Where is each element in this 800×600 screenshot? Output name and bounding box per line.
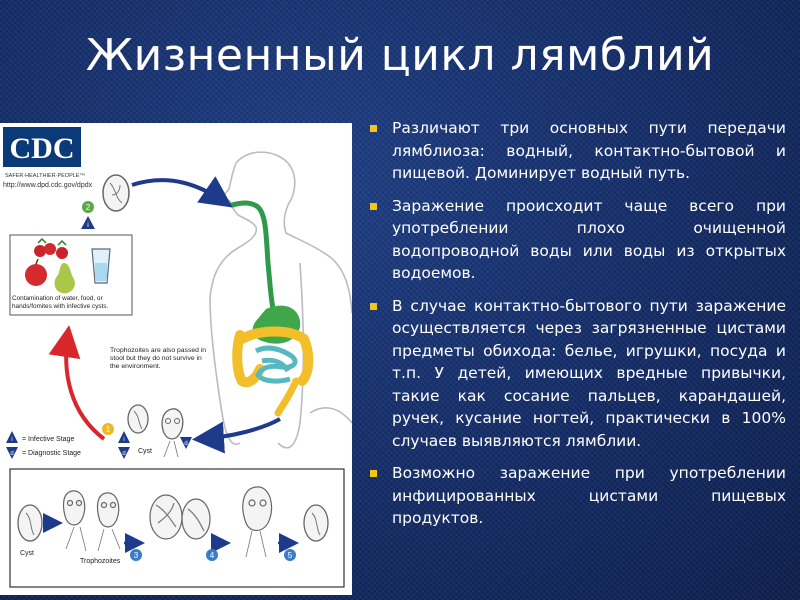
contamination-arrow bbox=[48, 325, 106, 441]
step-5-badge: 5 bbox=[284, 549, 296, 561]
svg-text:2: 2 bbox=[86, 203, 91, 212]
trophozoite-group-1 bbox=[62, 490, 121, 552]
cdc-url: http://www.dpd.cdc.gov/dpdx bbox=[3, 182, 93, 189]
svg-text:3: 3 bbox=[134, 551, 139, 560]
legend-diagnostic: = Diagnostic Stage bbox=[22, 450, 81, 457]
trophozoite-dividing bbox=[149, 494, 211, 540]
infective-stage-marker: i bbox=[118, 431, 130, 443]
step-2-badge: 2 bbox=[82, 201, 94, 213]
esophagus bbox=[229, 200, 277, 316]
svg-text:i: i bbox=[87, 222, 89, 229]
bullet-list: Различают три основных пути передачи лям… bbox=[364, 117, 786, 540]
step-3-badge: 3 bbox=[130, 549, 142, 561]
bullet-text: В случае контактно-бытового пути заражен… bbox=[392, 296, 786, 450]
cdc-tagline: SAFER·HEALTHIER·PEOPLE™ bbox=[5, 173, 85, 179]
cdc-logo: CDC SAFER·HEALTHIER·PEOPLE™ http://www.d… bbox=[3, 127, 93, 189]
cdc-logo-text: CDC bbox=[10, 132, 75, 165]
diagnostic-stage-marker: d bbox=[118, 447, 130, 459]
stage-legend: i = Infective Stage d = Diagnostic Stage bbox=[6, 431, 81, 459]
excystation-panel: Cyst Trophozoites 3 bbox=[9, 468, 345, 588]
bullet-marker bbox=[370, 470, 377, 477]
bullet-marker bbox=[370, 125, 377, 132]
bullet-item: Возможно заражение при употреблении инфи… bbox=[364, 462, 786, 530]
svg-text:1: 1 bbox=[106, 425, 111, 434]
pear-icon bbox=[54, 263, 75, 294]
svg-text:d: d bbox=[10, 451, 13, 457]
cyst-bottom-right bbox=[303, 504, 329, 542]
bullet-marker bbox=[370, 202, 377, 210]
bullet-item: В случае контактно-бытового пути заражен… bbox=[364, 295, 786, 453]
bullet-text: Заражение происходит чаще всего при упот… bbox=[392, 196, 786, 283]
step-4-badge: 4 bbox=[206, 549, 218, 561]
svg-text:i: i bbox=[123, 437, 124, 443]
digestive-tract bbox=[229, 200, 314, 417]
ingestion-arrow bbox=[131, 176, 233, 208]
trophozoite-excreted bbox=[161, 408, 184, 458]
contamination-panel: Contamination of water, food, or hands/f… bbox=[9, 234, 133, 316]
diagnostic-stage-marker-troph: d bbox=[180, 437, 192, 449]
svg-text:i: i bbox=[11, 437, 12, 443]
trophozoite-note: Trophozoites are also passed in stool bu… bbox=[110, 347, 207, 370]
svg-text:d: d bbox=[184, 441, 187, 447]
bullet-item: Различают три основных пути передачи лям… bbox=[364, 117, 786, 185]
cyst-bottom-left bbox=[17, 504, 43, 542]
svg-text:5: 5 bbox=[288, 551, 293, 560]
bullet-text: Возможно заражение при употреблении инфи… bbox=[392, 464, 786, 527]
bullet-text: Различают три основных пути передачи лям… bbox=[392, 119, 786, 182]
small-intestine bbox=[254, 345, 298, 384]
excretion-arrow bbox=[192, 417, 281, 454]
colon bbox=[232, 326, 314, 388]
bullet-marker bbox=[370, 302, 377, 310]
slide-title: Жизненный цикл лямблий bbox=[85, 30, 715, 81]
contamination-caption: Contamination of water, food, or hands/f… bbox=[12, 295, 109, 310]
trophozoite-mature bbox=[242, 486, 273, 558]
cyst-label-bottom: Cyst bbox=[20, 550, 34, 557]
water-glass-icon bbox=[91, 248, 111, 284]
svg-text:d: d bbox=[122, 451, 125, 457]
legend-infective: = Infective Stage bbox=[22, 436, 74, 443]
raspberries-icon bbox=[34, 237, 68, 259]
rectum bbox=[274, 377, 300, 417]
apple-icon bbox=[25, 258, 47, 286]
step-1-badge: 1 bbox=[102, 423, 114, 435]
life-cycle-figure: CDC SAFER·HEALTHIER·PEOPLE™ http://www.d… bbox=[0, 123, 352, 595]
cyst-excreted bbox=[127, 404, 149, 434]
infective-stage-marker-top: i bbox=[81, 216, 95, 229]
cyst-ingested bbox=[102, 174, 130, 212]
trophozoites-label: Trophozoites bbox=[80, 558, 121, 565]
bullet-item: Заражение происходит чаще всего при упот… bbox=[364, 195, 786, 285]
cyst-label: Cyst bbox=[138, 448, 152, 455]
svg-text:4: 4 bbox=[210, 551, 215, 560]
